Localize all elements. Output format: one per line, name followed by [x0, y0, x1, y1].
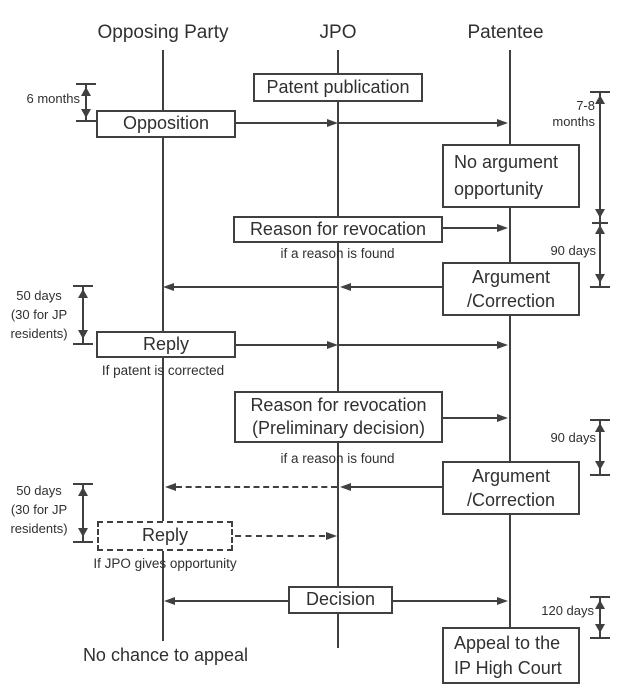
arrow-jpo-to-patentee-line-2 [339, 344, 499, 346]
arrow-opposition-to-jpo-head [327, 119, 338, 127]
arrow-jpo-to-patentee-head-1 [497, 119, 508, 127]
duration-label-120-days: 120 days [541, 603, 594, 618]
arrow-revocation-to-patentee-head [497, 224, 508, 232]
arrow-jpo-to-patentee-line-1 [339, 122, 499, 124]
arrow-jpo-to-patentee-head-2 [497, 341, 508, 349]
arrow-decision-to-patentee-line [393, 600, 498, 602]
dimension-50-days-2 [73, 483, 93, 543]
caption-if-patent-corrected: If patent is corrected [101, 363, 225, 378]
dimension-90-days-1 [590, 222, 610, 288]
arrow-decision-to-patentee-head [497, 597, 508, 605]
dimension-90-days-2 [590, 419, 610, 476]
caption-if-jpo-gives-opportunity: If JPO gives opportunity [93, 556, 237, 571]
box-appeal-ip-high-court: Appeal to the IP High Court [442, 627, 580, 684]
duration-label-50-days-1: 50 days (30 for JP residents) [10, 288, 68, 341]
arrow-revocation-to-patentee-line [443, 227, 499, 229]
arrow-argument2-to-jpo-line [351, 486, 442, 488]
arrow-argument1-to-jpo-head [340, 283, 351, 291]
dimension-120-days [590, 596, 610, 639]
duration-label-50-days-2: 50 days (30 for JP residents) [10, 483, 68, 536]
lane-header-patentee: Patentee [467, 22, 544, 43]
dimension-6-months [76, 83, 96, 123]
lifeline-patentee [509, 50, 511, 628]
arrow-preliminary-to-patentee-head [497, 414, 508, 422]
lane-header-opposing-party: Opposing Party [97, 22, 229, 43]
arrow-reply1-to-jpo-line [236, 344, 328, 346]
caption-if-reason-found-1: if a reason is found [280, 246, 395, 261]
dimension-50-days-1 [73, 285, 93, 345]
box-reply-2-dashed: Reply [97, 521, 233, 551]
duration-label-90-days-1: 90 days [550, 243, 596, 258]
arrow-argument1-to-jpo-line [351, 286, 442, 288]
arrow-opposition-to-jpo-line [236, 122, 328, 124]
arrow-jpo-to-opposing-head-1 [163, 283, 174, 291]
box-patent-publication: Patent publication [253, 73, 423, 102]
duration-label-6-months: 6 months [26, 91, 80, 106]
box-decision: Decision [288, 586, 393, 614]
box-opposition: Opposition [96, 110, 236, 138]
arrow-argument2-to-jpo-head [340, 483, 351, 491]
box-no-argument-opportunity: No argument opportunity [442, 144, 580, 208]
arrow-jpo-to-opposing-dashed-line [176, 486, 337, 488]
arrow-reply2-to-jpo-dashed-line [235, 535, 325, 537]
caption-no-chance-to-appeal: No chance to appeal [82, 645, 249, 665]
arrow-decision-to-opposing-head [164, 597, 175, 605]
arrow-decision-to-opposing-line [175, 600, 288, 602]
arrow-preliminary-to-patentee-line [443, 417, 499, 419]
box-reply-1: Reply [96, 331, 236, 358]
box-argument-correction-1: Argument /Correction [442, 262, 580, 316]
duration-label-7-8-months: 7-8 months [552, 98, 595, 129]
arrow-jpo-to-opposing-dashed-head [165, 483, 176, 491]
lane-header-jpo: JPO [319, 22, 357, 43]
arrow-reply1-to-jpo-head [327, 341, 338, 349]
lifeline-jpo [337, 50, 339, 648]
arrow-reply2-to-jpo-dashed-head [326, 532, 337, 540]
box-reason-for-revocation: Reason for revocation [233, 216, 443, 243]
arrow-jpo-to-opposing-line-1 [174, 286, 337, 288]
box-reason-preliminary-decision: Reason for revocation (Preliminary decis… [234, 391, 443, 443]
duration-label-90-days-2: 90 days [550, 430, 596, 445]
box-argument-correction-2: Argument /Correction [442, 461, 580, 515]
caption-if-reason-found-2: if a reason is found [280, 451, 395, 466]
